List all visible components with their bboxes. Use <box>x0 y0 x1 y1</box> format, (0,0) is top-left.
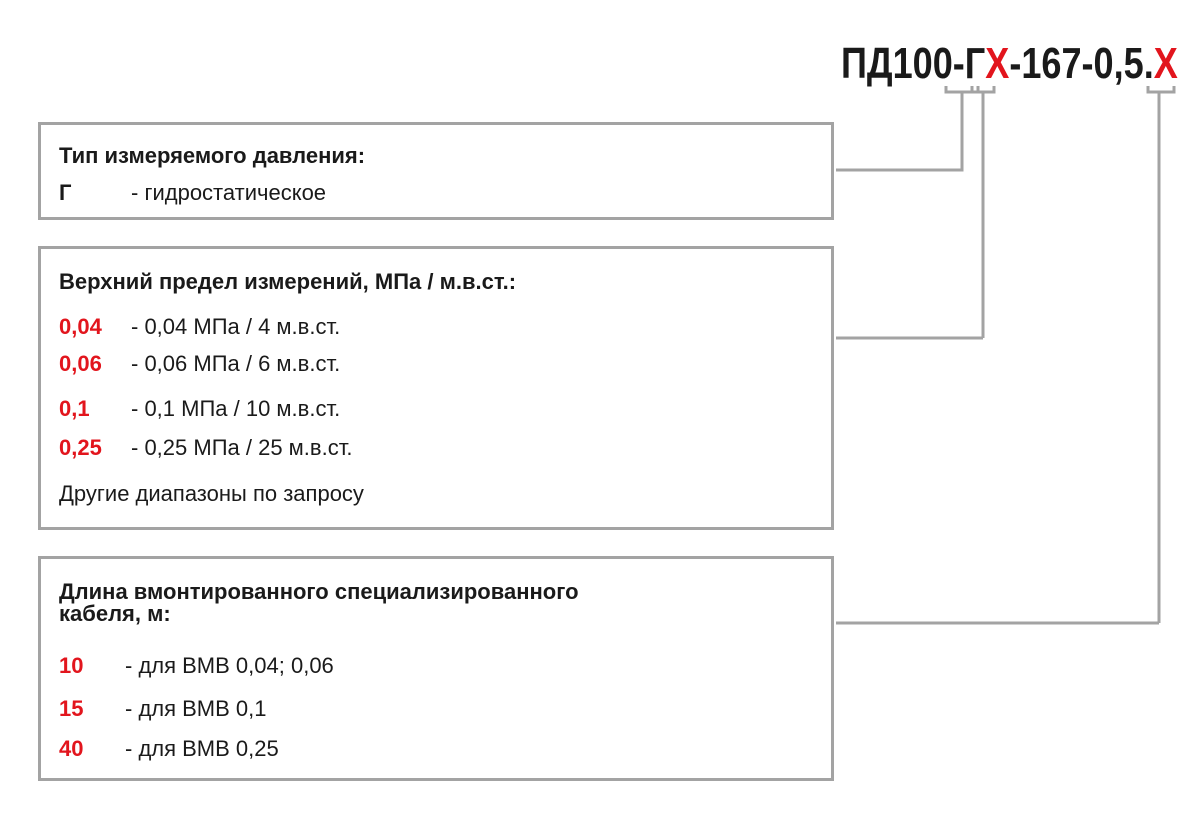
model-code-variable-cable: Х <box>1153 39 1178 88</box>
list-item: 15 - для ВМВ 0,1 <box>59 696 267 722</box>
option-code: 0,06 <box>59 351 102 376</box>
cable-title-line1: Длина вмонтированного специализированног… <box>59 579 579 604</box>
option-code: 10 <box>59 653 84 678</box>
cable-title-line2: кабеля, м: <box>59 601 171 626</box>
model-code-middle: -167-0,5. <box>1009 39 1154 88</box>
option-desc: - для ВМВ 0,1 <box>125 696 267 721</box>
pressure-type-title: Тип измеряемого давления: <box>59 143 366 168</box>
list-item: 10 - для ВМВ 0,04; 0,06 <box>59 653 334 679</box>
option-code: 0,25 <box>59 435 102 460</box>
list-item: 0,06 - 0,06 МПа / 6 м.в.ст. <box>59 351 340 377</box>
connector-range <box>970 86 996 94</box>
list-item: 0,1 - 0,1 МПа / 10 м.в.ст. <box>59 396 340 422</box>
model-code: ПД100-ГХ-167-0,5.Х <box>841 42 1178 86</box>
option-code: 0,1 <box>59 396 90 421</box>
option-code: 0,04 <box>59 314 102 339</box>
model-code-variable-range: Х <box>985 39 1010 88</box>
option-desc: - 0,1 МПа / 10 м.в.ст. <box>131 396 341 421</box>
range-title: Верхний предел измерений, МПа / м.в.ст.: <box>59 269 517 294</box>
option-desc: - 0,25 МПа / 25 м.в.ст. <box>131 435 353 460</box>
list-item: 0,04 - 0,04 МПа / 4 м.в.ст. <box>59 314 340 340</box>
list-item: 40 - для ВМВ 0,25 <box>59 736 279 762</box>
cable-box: Длина вмонтированного специализированног… <box>38 556 834 781</box>
option-code: 15 <box>59 696 84 721</box>
connector-cable <box>1146 86 1176 94</box>
option-desc: - гидростатическое <box>131 180 327 205</box>
option-desc: - для ВМВ 0,25 <box>125 736 279 761</box>
model-code-prefix: ПД100-Г <box>841 39 986 88</box>
list-item: Г - гидростатическое <box>59 180 326 206</box>
option-code: Г <box>59 180 72 205</box>
option-desc: - для ВМВ 0,04; 0,06 <box>125 653 334 678</box>
list-item: 0,25 - 0,25 МПа / 25 м.в.ст. <box>59 435 352 461</box>
range-note: Другие диапазоны по запросу <box>59 481 364 506</box>
option-desc: - 0,06 МПа / 6 м.в.ст. <box>131 351 341 376</box>
pressure-type-box: Тип измеряемого давления: Г - гидростатич… <box>38 122 834 220</box>
option-code: 40 <box>59 736 84 761</box>
connector-type <box>836 86 964 172</box>
option-desc: - 0,04 МПа / 4 м.в.ст. <box>131 314 341 339</box>
range-box: Верхний предел измерений, МПа / м.в.ст.:… <box>38 246 834 530</box>
